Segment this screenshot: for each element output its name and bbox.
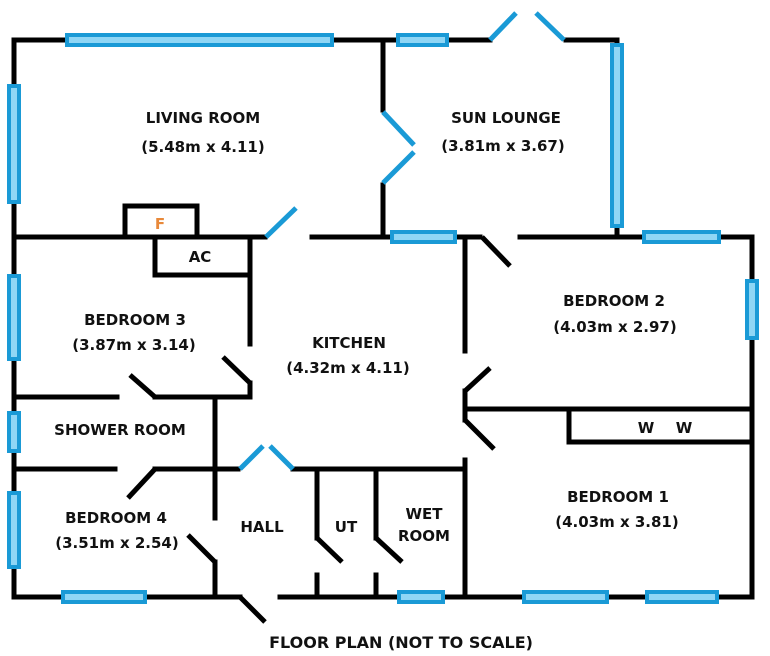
bedroom-1-label: BEDROOM 1	[567, 488, 669, 506]
window	[397, 590, 445, 604]
bedroom-3-dims: (3.87m x 3.14)	[72, 336, 195, 354]
glazed-doors	[238, 11, 566, 471]
kitchen-dims: (4.32m x 4.11)	[286, 359, 409, 377]
window	[7, 84, 21, 204]
kitchen-label: KITCHEN	[312, 334, 386, 352]
door-bedroom-2	[480, 235, 512, 268]
door-wet-room	[374, 536, 404, 564]
bedroom-4-dims: (3.51m x 2.54)	[55, 534, 178, 552]
wet-room-label-line2: ROOM	[398, 527, 450, 545]
bedroom-2-label: BEDROOM 2	[563, 292, 665, 310]
sun-lounge-label: SUN LOUNGE	[451, 109, 561, 127]
interior-walls	[11, 37, 755, 600]
window	[7, 274, 21, 361]
airing-cupboard-label: AC	[189, 248, 212, 266]
floor-plan-caption: FLOOR PLAN (NOT TO SCALE)	[269, 633, 533, 652]
bedroom-2-dims: (4.03m x 2.97)	[553, 318, 676, 336]
utility-label: UT	[335, 518, 358, 536]
exterior-walls	[11, 37, 755, 600]
hall-label: HALL	[240, 518, 284, 536]
doors	[126, 235, 512, 624]
window	[745, 279, 759, 340]
living-room-label: LIVING ROOM	[146, 109, 260, 127]
wardrobe-label-1: W	[638, 419, 655, 437]
living-room-dims: (5.48m x 4.11)	[141, 138, 264, 156]
window	[390, 230, 457, 244]
window	[65, 33, 334, 47]
bedroom-3-label: BEDROOM 3	[84, 311, 186, 329]
door-bedroom-4	[126, 467, 157, 500]
fireplace-label: F	[155, 215, 165, 233]
door-bedroom-4-hall	[186, 533, 217, 564]
room-labels: LIVING ROOM (5.48m x 4.11) SUN LOUNGE (3…	[54, 109, 693, 652]
window	[642, 230, 721, 244]
door-bedroom-3-kitchen	[221, 355, 252, 385]
window	[7, 491, 21, 569]
window	[610, 43, 624, 228]
door-bedroom-2-kitchen	[463, 366, 492, 393]
window	[7, 411, 21, 453]
window	[645, 590, 719, 604]
bedroom-4-label: BEDROOM 4	[65, 509, 167, 527]
window	[522, 590, 609, 604]
wet-room-label-line1: WET	[405, 505, 443, 523]
bedroom-1-dims: (4.03m x 3.81)	[555, 513, 678, 531]
window	[396, 33, 449, 47]
wardrobe-label-2: W	[676, 419, 693, 437]
shower-room-label: SHOWER ROOM	[54, 421, 186, 439]
door-bedroom-1	[463, 418, 496, 451]
door-bedroom-3	[128, 373, 157, 399]
windows	[7, 33, 759, 604]
sun-lounge-dims: (3.81m x 3.67)	[441, 137, 564, 155]
door-ut	[315, 536, 344, 564]
window	[61, 590, 147, 604]
door-front	[238, 595, 267, 624]
